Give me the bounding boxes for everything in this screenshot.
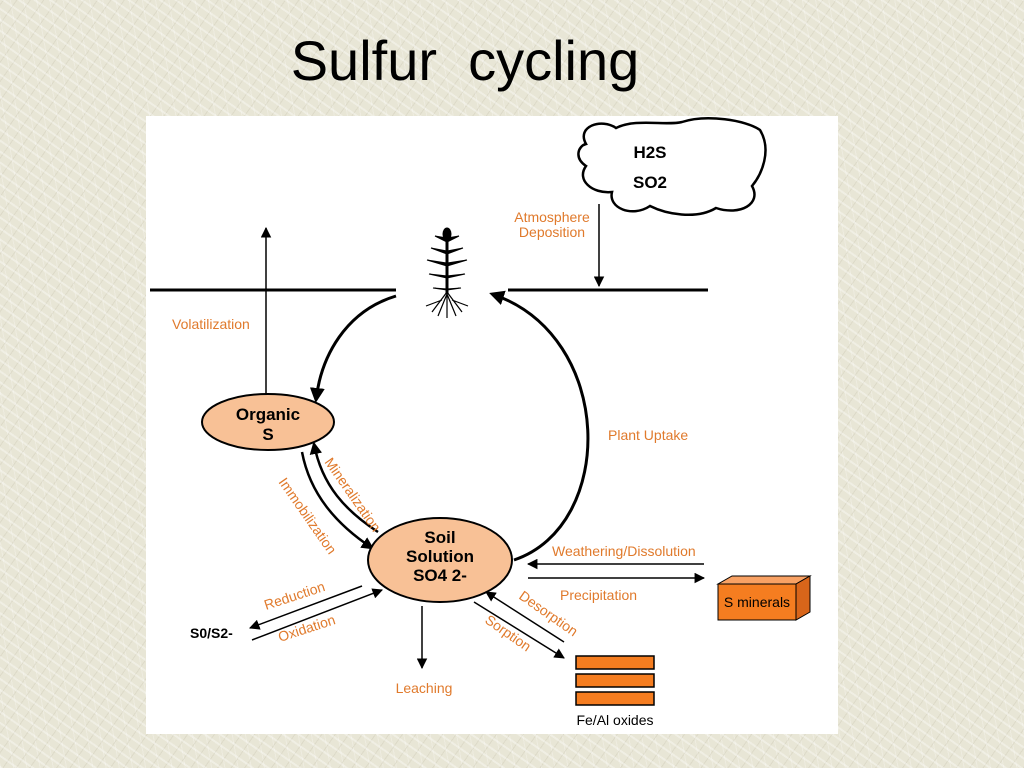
plant-uptake-label: Plant Uptake xyxy=(608,427,688,443)
organic-s-line1: Organic xyxy=(236,405,300,424)
slide-title: Sulfur cycling xyxy=(290,29,640,92)
s-minerals-box xyxy=(716,575,812,621)
oxide-layer-3 xyxy=(575,691,655,706)
soil-solution-line3: SO4 2- xyxy=(413,566,467,585)
diagram-panel: H2S SO2 Atmosphere Deposition Volatiliza… xyxy=(146,116,838,734)
soil-solution-line1: Soil xyxy=(424,528,455,547)
sulfur-cycle-diagram: H2S SO2 Atmosphere Deposition Volatiliza… xyxy=(150,117,812,728)
precipitation-label: Precipitation xyxy=(560,587,637,603)
soil-solution-line2: Solution xyxy=(406,547,474,566)
leaching-label: Leaching xyxy=(396,680,453,696)
mineralization-label: Mineralization xyxy=(322,455,385,535)
oxide-layer-1 xyxy=(575,655,655,670)
volatilization-label: Volatilization xyxy=(172,316,250,332)
reduction-label: Reduction xyxy=(262,578,327,613)
deposition-label: Deposition xyxy=(519,224,585,240)
oxidation-label: Oxidation xyxy=(276,611,337,644)
cloud-so2: SO2 xyxy=(633,173,667,192)
reduction-arrow xyxy=(249,585,363,630)
oxidation-arrow xyxy=(251,588,383,641)
weathering-label: Weathering/Dissolution xyxy=(552,543,696,559)
plant-uptake-arrow xyxy=(489,290,590,562)
organic-s-node xyxy=(201,393,335,451)
s-minerals-label: S minerals xyxy=(724,594,790,610)
cloud-h2s: H2S xyxy=(633,143,666,162)
reduced-sulfur-label: S0/S2- xyxy=(190,625,233,641)
atmosphere-cloud xyxy=(577,117,767,216)
atmosphere-label: Atmosphere xyxy=(514,209,590,225)
sorption-arrow xyxy=(473,601,565,659)
desorption-arrow xyxy=(485,591,565,643)
organic-s-line2: S xyxy=(262,425,273,444)
mineralization-arrow xyxy=(309,441,379,534)
immobilization-arrow xyxy=(300,451,375,550)
oxide-layer-2 xyxy=(575,673,655,688)
plant-to-organic-arrow xyxy=(309,294,397,403)
fe-al-oxides-label: Fe/Al oxides xyxy=(576,712,653,728)
soil-solution-node xyxy=(367,517,513,603)
plant-icon xyxy=(425,227,469,318)
